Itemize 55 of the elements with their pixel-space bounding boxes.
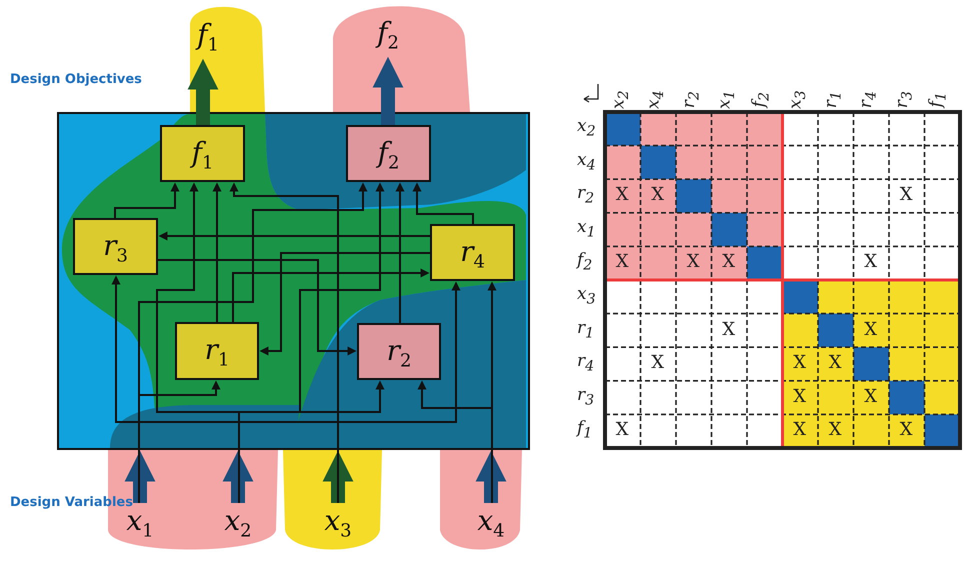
cell-mark: X <box>828 419 842 440</box>
arrow <box>114 182 180 218</box>
arrow <box>396 182 404 323</box>
cell-mark: X <box>616 184 629 206</box>
cell-mark: X <box>900 184 913 206</box>
arrow <box>412 182 474 224</box>
cell-mark: X <box>828 352 842 374</box>
row-header: x$_{2}$ <box>577 116 596 140</box>
variable-box: r$_{2}$ <box>357 323 441 380</box>
arrow <box>158 259 357 356</box>
variable-label: x$_{4}$ <box>471 503 511 545</box>
variable-label: f$_{2}$ <box>368 16 408 56</box>
row-header: r$_{3}$ <box>577 384 594 408</box>
variable-box: r$_{4}$ <box>430 224 515 281</box>
block-arrow <box>222 450 254 503</box>
cell-mark: X <box>616 251 629 272</box>
row-header: f$_{2}$ <box>577 250 592 274</box>
row-header: f$_{1}$ <box>577 418 592 442</box>
section-heading: Design Objectives <box>10 72 142 87</box>
block-arrow <box>188 58 218 125</box>
row-header: r$_{1}$ <box>577 318 594 341</box>
block-arrow <box>124 450 156 503</box>
arrow <box>232 268 430 322</box>
section-heading: Design Variables <box>10 495 133 510</box>
variable-label: f$_{1}$ <box>188 18 228 58</box>
arrow <box>158 232 430 240</box>
variable-box: f$_{2}$ <box>346 125 431 182</box>
block-arrow <box>322 450 354 503</box>
cell-mark: X <box>616 419 629 440</box>
arrow <box>212 182 222 322</box>
row-header: x$_{1}$ <box>577 216 596 240</box>
row-header: x$_{4}$ <box>577 150 596 173</box>
cell-mark: X <box>722 251 736 272</box>
block-arrow <box>476 450 506 503</box>
row-header: x$_{3}$ <box>577 284 596 308</box>
variable-box: r$_{3}$ <box>73 218 158 275</box>
cell-mark: X <box>864 386 878 407</box>
cell-mark: X <box>722 318 736 340</box>
row-header: r$_{2}$ <box>577 183 594 207</box>
row-header: r$_{4}$ <box>577 351 594 375</box>
cell-mark: X <box>793 419 806 440</box>
cell-mark: X <box>864 251 878 272</box>
variable-box: f$_{1}$ <box>160 125 245 182</box>
cell-mark: X <box>651 352 664 374</box>
variable-box: r$_{1}$ <box>175 322 259 380</box>
cell-mark: X <box>793 386 806 407</box>
cell-mark: X <box>793 352 806 374</box>
cell-mark: X <box>900 419 913 440</box>
variable-label: x$_{3}$ <box>318 503 358 545</box>
cell-mark: X <box>651 184 664 206</box>
cell-mark: X <box>686 251 700 272</box>
variable-label: x$_{2}$ <box>218 503 258 545</box>
arrow <box>259 252 430 356</box>
block-arrow <box>372 56 404 125</box>
cell-mark: X <box>864 318 878 340</box>
